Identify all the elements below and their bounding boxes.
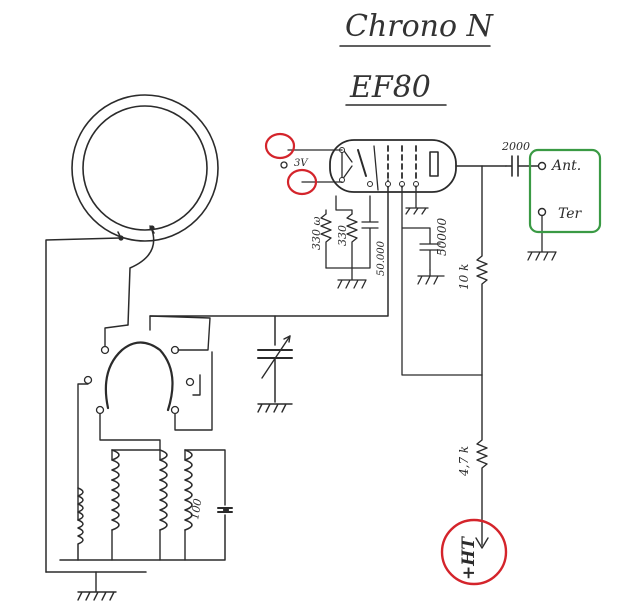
tube-ef80 <box>329 139 457 193</box>
rotary-switch <box>77 315 213 521</box>
loop-antenna <box>71 94 219 242</box>
loop-terminal-left <box>118 235 124 241</box>
heater-terminal <box>280 161 288 169</box>
ground-screen <box>417 269 445 285</box>
title-tube: EF80 <box>349 70 431 105</box>
coupling-cap-label: 2000 <box>501 140 530 153</box>
screen-cap-label: 50000 <box>435 217 449 256</box>
ground-terminal <box>527 215 557 261</box>
coupling-capacitor <box>505 155 539 177</box>
loop-terminal-right <box>149 225 155 231</box>
highlight-red-heater-bottom <box>286 168 318 196</box>
wire-loop-to-switch <box>127 229 155 326</box>
coil-group <box>59 449 233 561</box>
variable-capacitor <box>257 335 293 413</box>
highlight-red-heater-top <box>264 132 296 160</box>
wire-heater <box>287 149 343 183</box>
resistor-10k <box>476 165 488 376</box>
plate-resistor-label: 10 k <box>457 264 471 290</box>
ground-main <box>77 571 117 601</box>
terminal-ant-label: Ant. <box>550 158 581 174</box>
terminal-ter <box>537 207 547 217</box>
cathode-resistor-label: 330 ω <box>310 217 323 250</box>
resistor-4k7 <box>476 374 488 546</box>
highlight-red-ht <box>440 518 508 586</box>
ground-g3 <box>405 185 429 215</box>
resistor-330 <box>346 213 358 269</box>
wire-screen <box>401 185 483 376</box>
cathode-capacitor <box>325 195 379 269</box>
title-chrono: Chrono N <box>345 9 495 44</box>
terminal-ant <box>537 161 547 171</box>
terminal-ter-label: Ter <box>558 206 583 222</box>
ground-cathode <box>337 267 367 289</box>
wire-grid <box>149 179 389 317</box>
coil-value-label: 100 <box>188 498 204 521</box>
cathode-resistor2-label: 330 <box>336 225 349 246</box>
ht-arrow <box>475 537 489 549</box>
wire-left-rail <box>45 237 121 573</box>
cathode-cap-label: 50.000 <box>376 240 387 276</box>
ht-resistor-label: 4,7 k <box>457 446 471 477</box>
resistor-330-ohm <box>320 213 332 269</box>
ht-supply-label: +HT <box>459 536 479 580</box>
highlight-green-terminals <box>528 148 602 234</box>
filament-voltage-label: 3V <box>294 158 309 169</box>
